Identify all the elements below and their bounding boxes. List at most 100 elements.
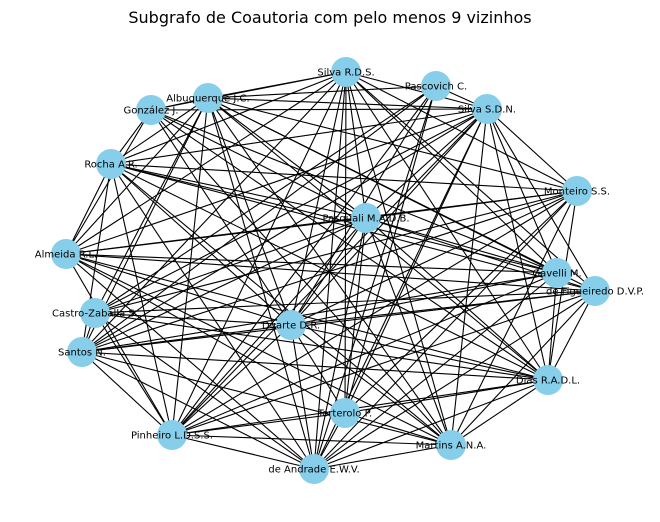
edge-pinheiro-martins — [171, 434, 452, 446]
edge-pasquali-torterolo — [344, 217, 367, 414]
edge-silva_rds-figueiredo — [345, 71, 596, 292]
edge-silva_rds-pasquali — [345, 71, 367, 219]
edge-santos-andrade — [81, 351, 315, 470]
node-pascovich — [421, 71, 451, 101]
edge-silva_sdn-pasquali — [365, 108, 488, 219]
edge-pasquali-duarte — [290, 217, 367, 326]
edge-pinheiro-andrade — [171, 434, 315, 470]
edge-rocha-pasquali — [110, 163, 367, 219]
edge-pasquali-santos — [81, 217, 367, 353]
edge-castro-duarte — [94, 312, 292, 326]
node-gavelli — [542, 258, 572, 288]
node-label-gonzalez: González J. — [123, 105, 178, 117]
edge-dias-martins — [450, 379, 549, 446]
edge-almeida-gavelli — [65, 253, 558, 274]
node-label-silva_sdn: Silva S.D.N. — [458, 105, 516, 116]
edge-albuquerque-pasquali — [207, 97, 367, 219]
edge-monteiro-pinheiro — [171, 190, 578, 436]
edge-almeida-pinheiro — [65, 253, 173, 436]
edge-almeida-dias — [65, 253, 549, 381]
edge-pasquali-andrade — [313, 217, 367, 470]
edge-silva_sdn-santos — [81, 108, 488, 353]
edge-gonzalez-dias — [150, 109, 549, 381]
edge-dias-pinheiro — [171, 379, 549, 436]
node-monteiro — [562, 176, 592, 206]
edge-silva_rds-gavelli — [345, 71, 558, 274]
node-torterolo — [330, 398, 360, 428]
node-label-santos: Santos N. — [58, 348, 106, 359]
edge-castro-andrade — [94, 312, 315, 470]
edge-figueiredo-santos — [81, 290, 596, 353]
node-label-gavelli: Gavelli M. — [532, 269, 581, 280]
node-figueiredo — [580, 276, 610, 306]
node-pinheiro — [157, 420, 187, 450]
node-label-torterolo: Torterolo P. — [317, 409, 372, 420]
node-almeida — [51, 239, 81, 269]
edge-figueiredo-andrade — [313, 290, 596, 470]
edge-almeida-martins — [65, 253, 452, 446]
edge-pasquali-almeida — [65, 217, 367, 255]
edge-gonzalez-martins — [150, 109, 452, 446]
node-silva_sdn — [472, 94, 502, 124]
edge-castro-pinheiro — [94, 312, 173, 436]
edge-silva_sdn-gavelli — [486, 108, 558, 274]
node-label-figueiredo: de Figueiredo D.V.P. — [546, 287, 644, 298]
edge-gonzalez-gavelli — [150, 109, 558, 274]
edge-duarte-andrade — [290, 324, 315, 470]
edge-silva_rds-duarte — [290, 71, 347, 326]
edge-torterolo-martins — [344, 412, 452, 446]
edge-torterolo-pinheiro — [171, 412, 346, 436]
edge-pascovich-albuquerque — [207, 85, 437, 99]
edge-silva_sdn-almeida — [65, 108, 488, 255]
edge-albuquerque-almeida — [65, 97, 209, 255]
edge-silva_sdn-martins — [450, 108, 488, 446]
edge-rocha-monteiro — [110, 163, 578, 192]
edge-almeida-torterolo — [65, 253, 346, 414]
node-label-pinheiro: Pinheiro L.D.S.S. — [131, 431, 213, 442]
edge-silva_rds-pinheiro — [171, 71, 347, 436]
edge-almeida-duarte — [65, 253, 292, 326]
node-label-albuquerque: Albuquerque J.C. — [166, 94, 249, 105]
node-duarte — [276, 310, 306, 340]
node-layer — [51, 57, 610, 484]
edge-martins-andrade — [313, 444, 452, 470]
edge-pascovich-castro — [94, 85, 437, 314]
edge-duarte-torterolo — [290, 324, 346, 414]
node-label-duarte: Duarte D.R. — [262, 321, 320, 332]
edge-castro-dias — [94, 312, 549, 381]
node-label-dias: Dias R.A.D.L. — [516, 376, 580, 387]
node-label-pasquali: Pasquali M.A.D.B. — [322, 214, 409, 225]
node-rocha — [96, 149, 126, 179]
edge-almeida-andrade — [65, 253, 315, 470]
node-label-pascovich: Pascovich C. — [405, 82, 467, 93]
edge-gonzalez-duarte — [150, 109, 292, 326]
edge-silva_sdn-torterolo — [344, 108, 488, 414]
edge-silva_sdn-dias — [486, 108, 549, 381]
node-label-monteiro: Monteiro S.S. — [544, 187, 610, 198]
edge-silva_sdn-albuquerque — [207, 97, 488, 110]
node-label-martins: Martins A.N.A. — [416, 441, 487, 452]
edge-albuquerque-andrade — [207, 97, 315, 470]
edge-figueiredo-castro — [94, 290, 596, 314]
edge-santos-dias — [81, 351, 549, 381]
edge-gavelli-santos — [81, 272, 558, 353]
edge-silva_rds-andrade — [313, 71, 347, 470]
label-layer: Silva R.D.S. Pascovich C. Silva S.D.N. Albu… — [35, 68, 644, 476]
edge-albuquerque-rocha — [110, 97, 209, 165]
edge-figueiredo-martins — [450, 290, 596, 446]
edge-duarte-pinheiro — [171, 324, 292, 436]
edge-figueiredo-dias — [547, 290, 596, 381]
node-label-silva_rds: Silva R.D.S. — [317, 68, 374, 79]
edge-albuquerque-monteiro — [207, 97, 578, 192]
edge-santos-martins — [81, 351, 452, 446]
edge-rocha-pinheiro — [110, 163, 173, 436]
edge-silva_rds-rocha — [110, 71, 347, 165]
edge-albuquerque-duarte — [207, 97, 292, 326]
node-dias — [533, 365, 563, 395]
edge-monteiro-andrade — [313, 190, 578, 470]
edge-silva_sdn-monteiro — [486, 108, 578, 192]
node-martins — [436, 430, 466, 460]
edge-rocha-almeida — [65, 163, 112, 255]
edge-duarte-martins — [290, 324, 452, 446]
